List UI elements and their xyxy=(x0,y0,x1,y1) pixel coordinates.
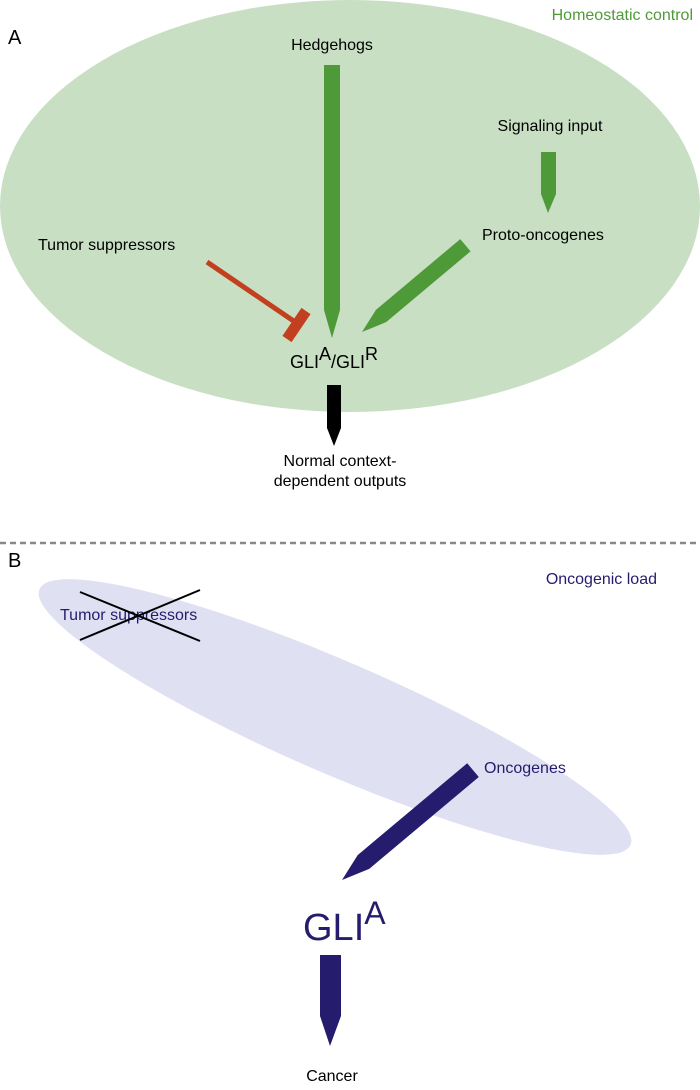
hedgehogs-label: Hedgehogs xyxy=(291,37,373,54)
panel-a-label: A xyxy=(8,27,22,49)
cross-line-2 xyxy=(79,589,201,641)
hedgehog-arrow xyxy=(324,65,340,338)
oncogene-arrow xyxy=(342,763,479,880)
cross-line-1 xyxy=(79,591,201,642)
output-arrow xyxy=(327,385,341,446)
tumor-suppressors-b-label: Tumor suppressors xyxy=(60,607,197,624)
oncogenic-load-title: Oncogenic load xyxy=(546,571,657,588)
inhibition-bar xyxy=(282,307,311,343)
homeostatic-title: Homeostatic control xyxy=(552,7,693,24)
gli-a-r-label: GLIA/GLIR xyxy=(290,344,378,372)
output-label-line1: Normal context- xyxy=(284,453,397,470)
oncogenes-label: Oncogenes xyxy=(484,760,566,777)
cancer-arrow xyxy=(320,955,341,1046)
gli-a-label: GLIA xyxy=(303,895,386,949)
output-label-line2: dependent outputs xyxy=(274,473,407,490)
signaling-input-label: Signaling input xyxy=(498,118,604,135)
panel-b-label: B xyxy=(8,550,21,572)
tumor-suppressor-inhibition-line xyxy=(205,259,300,327)
signaling-arrow xyxy=(541,152,556,213)
homeostatic-ellipse xyxy=(0,0,700,412)
oncogenic-ellipse xyxy=(38,579,632,855)
proto-oncogene-arrow xyxy=(362,239,471,332)
tumor-suppressors-label: Tumor suppressors xyxy=(38,237,175,254)
cancer-label: Cancer xyxy=(306,1068,358,1085)
proto-oncogenes-label: Proto-oncogenes xyxy=(482,227,604,244)
